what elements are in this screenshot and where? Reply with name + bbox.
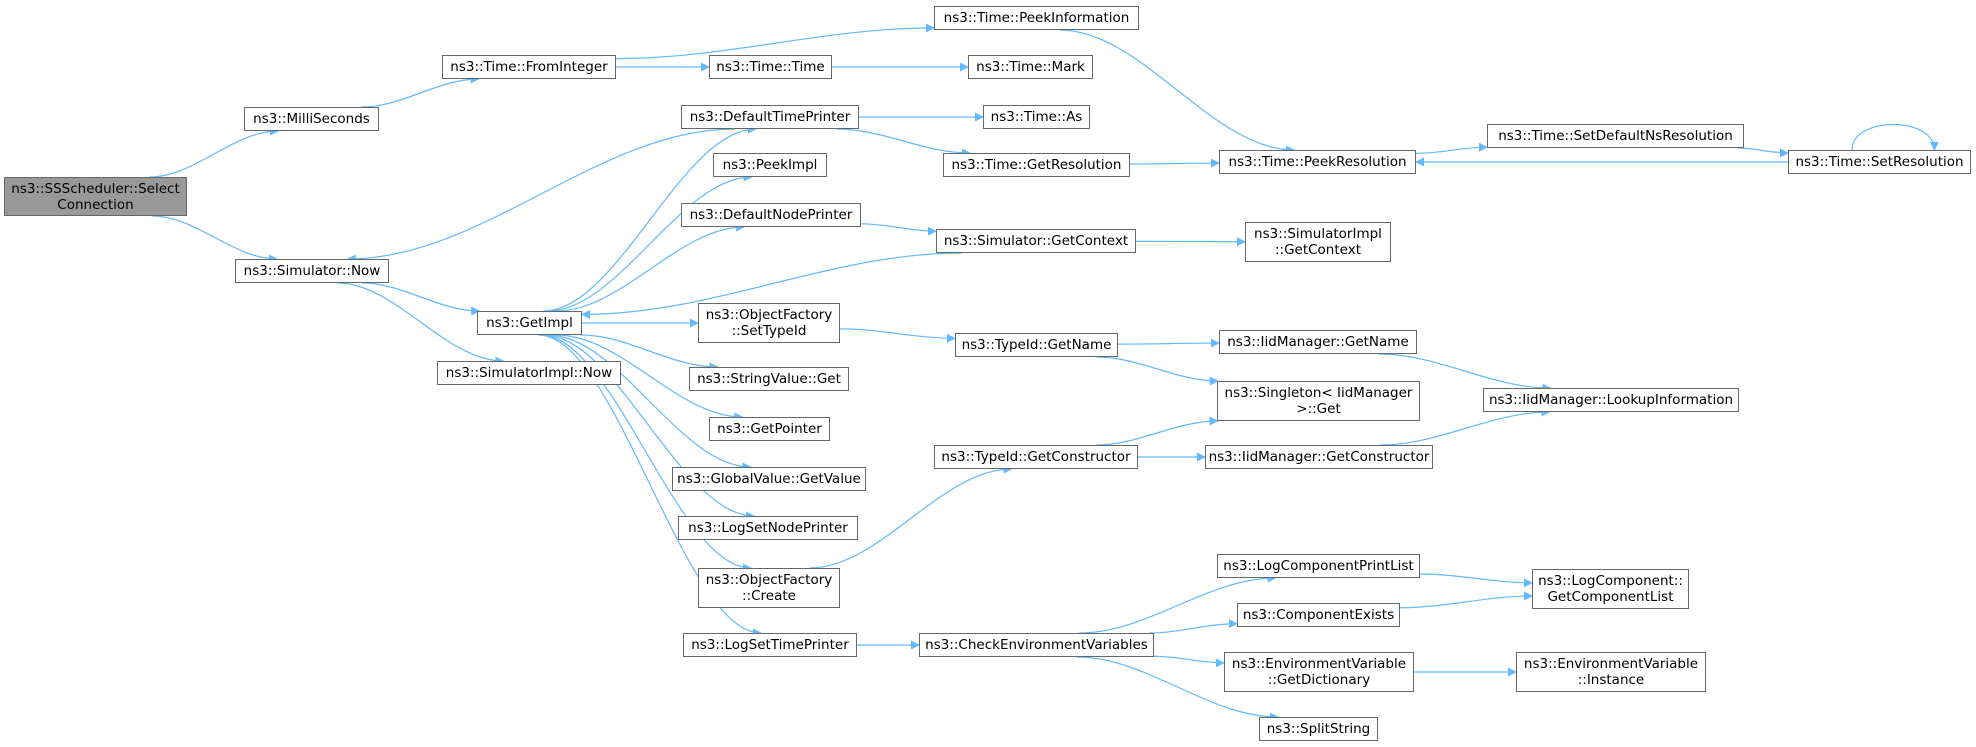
node-logsettimeprinter[interactable]: ns3::LogSetTimePrinter — [683, 633, 857, 657]
edge-milli-to-fromint — [361, 74, 480, 108]
edge-getimpl-to-logsetnp — [543, 334, 755, 521]
edge-defnp-to-getctx — [860, 223, 937, 236]
node-singleton-iidmanager-get[interactable]: ns3::Singleton< IidManager >::Get — [1217, 381, 1420, 421]
edge-iidgetctor-to-lookup — [1380, 407, 1551, 446]
edge-checkenv-to-logcpl — [1079, 573, 1277, 634]
node-defaultnodeprinter[interactable]: ns3::DefaultNodePrinter — [681, 203, 861, 227]
node-milliseconds[interactable]: ns3::MilliSeconds — [244, 107, 379, 131]
node-logcomponent-getcomponentlist[interactable]: ns3::LogComponent:: GetComponentList — [1532, 569, 1689, 609]
edge-getimpl-to-ofcreate — [540, 334, 752, 573]
node-simulatorimpl-getcontext[interactable]: ns3::SimulatorImpl ::GetContext — [1245, 222, 1391, 262]
node-splitstring[interactable]: ns3::SplitString — [1259, 717, 1378, 741]
edge-tidgetname-to-singleton — [1096, 356, 1219, 386]
node-time-time[interactable]: ns3::Time::Time — [709, 55, 832, 79]
node-iidmanager-getconstructor[interactable]: ns3::IidManager::GetConstructor — [1205, 445, 1433, 469]
node-time-peekinformation[interactable]: ns3::Time::PeekInformation — [934, 6, 1139, 30]
node-stringvalue-get[interactable]: ns3::StringValue::Get — [689, 367, 849, 391]
node-time-setresolution[interactable]: ns3::Time::SetResolution — [1788, 150, 1971, 174]
node-typeid-getname[interactable]: ns3::TypeId::GetName — [955, 333, 1118, 357]
edge-checkenv-to-envgetdict — [1153, 655, 1225, 668]
edge-tidgetctor-to-singleton — [1096, 416, 1219, 446]
edge-deftp-to-getres — [836, 128, 971, 158]
node-ssscheduler-select-connection[interactable]: ns3::SSScheduler::Select Connection — [4, 177, 187, 216]
node-iidmanager-getname[interactable]: ns3::IidManager::GetName — [1219, 330, 1417, 354]
node-time-getresolution[interactable]: ns3::Time::GetResolution — [943, 153, 1130, 177]
edge-root-to-milli — [149, 126, 279, 178]
node-time-peekresolution[interactable]: ns3::Time::PeekResolution — [1219, 150, 1416, 174]
node-iidmanager-lookupinformation[interactable]: ns3::IidManager::LookupInformation — [1483, 388, 1739, 412]
node-environmentvariable-getdictionary[interactable]: ns3::EnvironmentVariable ::GetDictionary — [1224, 652, 1414, 692]
node-logcomponentprintlist[interactable]: ns3::LogComponentPrintList — [1217, 554, 1420, 578]
node-simulator-now[interactable]: ns3::Simulator::Now — [235, 259, 389, 283]
edge-root-to-now — [152, 215, 279, 264]
edge-peekinfo-to-peekres — [1059, 29, 1295, 155]
node-logsetnodeprinter[interactable]: ns3::LogSetNodePrinter — [678, 516, 858, 540]
node-typeid-getconstructor[interactable]: ns3::TypeId::GetConstructor — [934, 445, 1138, 469]
edge-getres-to-peekres — [1129, 158, 1220, 168]
node-objectfactory-settypeid[interactable]: ns3::ObjectFactory ::SetTypeId — [698, 303, 840, 343]
edge-getimpl-to-deftp — [543, 124, 757, 312]
node-time-setdefaultnsresolution[interactable]: ns3::Time::SetDefaultNsResolution — [1487, 124, 1744, 148]
edge-getimpl-to-defnp — [556, 222, 746, 312]
edge-peekres-to-setdefns — [1415, 142, 1488, 155]
edge-iidgetname-to-lookup — [1378, 353, 1552, 393]
node-time-mark[interactable]: ns3::Time::Mark — [968, 55, 1093, 79]
edge-getimpl-to-getptr — [556, 334, 744, 422]
node-simulator-getcontext[interactable]: ns3::Simulator::GetContext — [936, 229, 1136, 253]
edge-now-to-getimpl — [362, 282, 481, 316]
edge-setdefns-to-setres — [1737, 147, 1789, 158]
node-time-as[interactable]: ns3::Time::As — [983, 105, 1090, 129]
node-globalvalue-getvalue[interactable]: ns3::GlobalValue::GetValue — [672, 467, 866, 491]
node-checkenvironmentvariables[interactable]: ns3::CheckEnvironmentVariables — [919, 633, 1154, 657]
edge-fromint-to-peekinfo — [615, 23, 935, 60]
edge-getimpl-to-peekimpl — [547, 172, 753, 312]
edge-deftp-to-now — [346, 128, 735, 264]
node-environmentvariable-instance[interactable]: ns3::EnvironmentVariable ::Instance — [1516, 652, 1706, 692]
edge-logcpl-to-lcgetlist — [1419, 573, 1533, 588]
edge-getimpl-to-logsettp — [538, 334, 762, 638]
node-defaulttimeprinter[interactable]: ns3::DefaultTimePrinter — [681, 105, 859, 129]
edge-compexists-to-lcgetlist — [1399, 591, 1533, 609]
node-getimpl[interactable]: ns3::GetImpl — [477, 311, 582, 335]
node-objectfactory-create[interactable]: ns3::ObjectFactory ::Create — [698, 568, 840, 608]
node-simulatorimpl-now[interactable]: ns3::SimulatorImpl::Now — [437, 361, 621, 385]
edge-checkenv-to-compexists — [1149, 619, 1238, 634]
node-time-frominteger[interactable]: ns3::Time::FromInteger — [442, 55, 616, 79]
edge-checkenv-to-split — [1076, 656, 1280, 722]
edge-ofcreate-to-tidgetctor — [809, 464, 1013, 569]
edge-getimpl-to-gvgetvalue — [547, 334, 752, 472]
edge-tidgetname-to-iidgetname — [1117, 338, 1220, 348]
edge-getctx-to-getimpl — [581, 252, 962, 319]
node-getpointer[interactable]: ns3::GetPointer — [709, 417, 830, 441]
edge-getimpl-to-strget — [580, 334, 719, 372]
edge-ofsettype-to-tidgetname — [839, 328, 956, 343]
node-componentexists[interactable]: ns3::ComponentExists — [1237, 603, 1400, 627]
edge-setres-to-setres — [1851, 124, 1939, 151]
node-peekimpl[interactable]: ns3::PeekImpl — [713, 153, 827, 177]
edge-now-to-simimplnow — [337, 282, 505, 366]
